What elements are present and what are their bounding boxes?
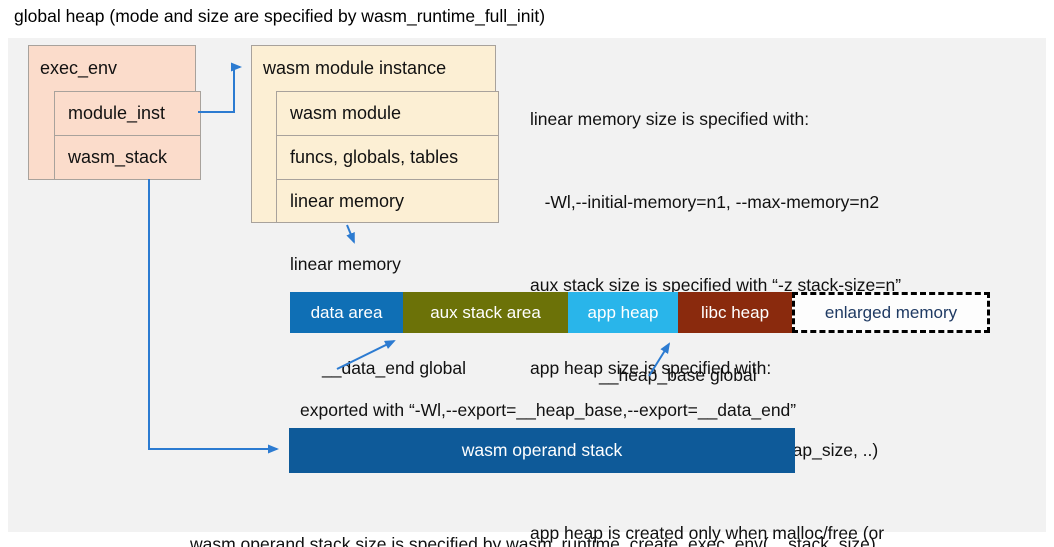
- wasm-stack-box: wasm_stack: [54, 135, 201, 180]
- data-end-global-label: __data_end global: [322, 358, 467, 378]
- operand-stack-notes: wasm operand stack size is specified by …: [190, 478, 876, 547]
- libc-heap-label: libc heap: [700, 302, 770, 322]
- exec-env-label: exec_env: [40, 58, 118, 78]
- diagram-title: global heap (mode and size are specified…: [14, 6, 546, 26]
- enlarged-memory-label: enlarged memory: [824, 302, 958, 322]
- wasm-module-box: wasm module: [276, 91, 499, 136]
- wasm-operand-stack-label: wasm operand stack: [461, 440, 623, 460]
- note-line: -Wl,--initial-memory=n1, --max-memory=n2: [530, 191, 880, 212]
- module-inst-box: module_inst: [54, 91, 201, 136]
- libc-heap-segment: libc heap: [678, 292, 792, 333]
- aux-stack-area-segment: aux stack area: [403, 292, 568, 333]
- funcs-globals-tables-box: funcs, globals, tables: [276, 135, 499, 180]
- data-area-label: data area: [310, 302, 383, 322]
- linear-memory-box-label: linear memory: [290, 190, 405, 211]
- note-line: wasm operand stack size is specified by …: [190, 534, 876, 547]
- wasm-stack-label: wasm_stack: [68, 147, 168, 167]
- note-line: linear memory size is specified with:: [530, 109, 810, 130]
- app-heap-segment: app heap: [568, 292, 678, 333]
- module-inst-label: module_inst: [68, 103, 166, 123]
- linear-memory-box: linear memory: [276, 179, 499, 223]
- aux-stack-area-label: aux stack area: [430, 302, 541, 322]
- linear-memory-bar-label: linear memory: [290, 254, 401, 274]
- enlarged-memory-segment: enlarged memory: [792, 292, 990, 333]
- data-area-segment: data area: [290, 292, 403, 333]
- wasm-module-instance-box: wasm module instance wasm module funcs, …: [251, 45, 499, 223]
- note-line: app heap is created only when malloc/fre…: [530, 523, 885, 544]
- funcs-globals-tables-label: funcs, globals, tables: [290, 147, 459, 167]
- heap-base-global-label: __heap_base global: [599, 365, 757, 385]
- app-heap-label: app heap: [587, 302, 659, 322]
- note-line: aux stack size is specified with “-z sta…: [530, 274, 902, 295]
- exported-flags-label: exported with “-Wl,--export=__heap_base,…: [300, 400, 797, 420]
- wasm-module-label: wasm module: [290, 103, 402, 123]
- wasm-module-instance-label: wasm module instance: [263, 58, 447, 78]
- wasm-operand-stack-box: wasm operand stack: [289, 428, 795, 473]
- exec-env-box: exec_env module_inst wasm_stack: [28, 45, 201, 180]
